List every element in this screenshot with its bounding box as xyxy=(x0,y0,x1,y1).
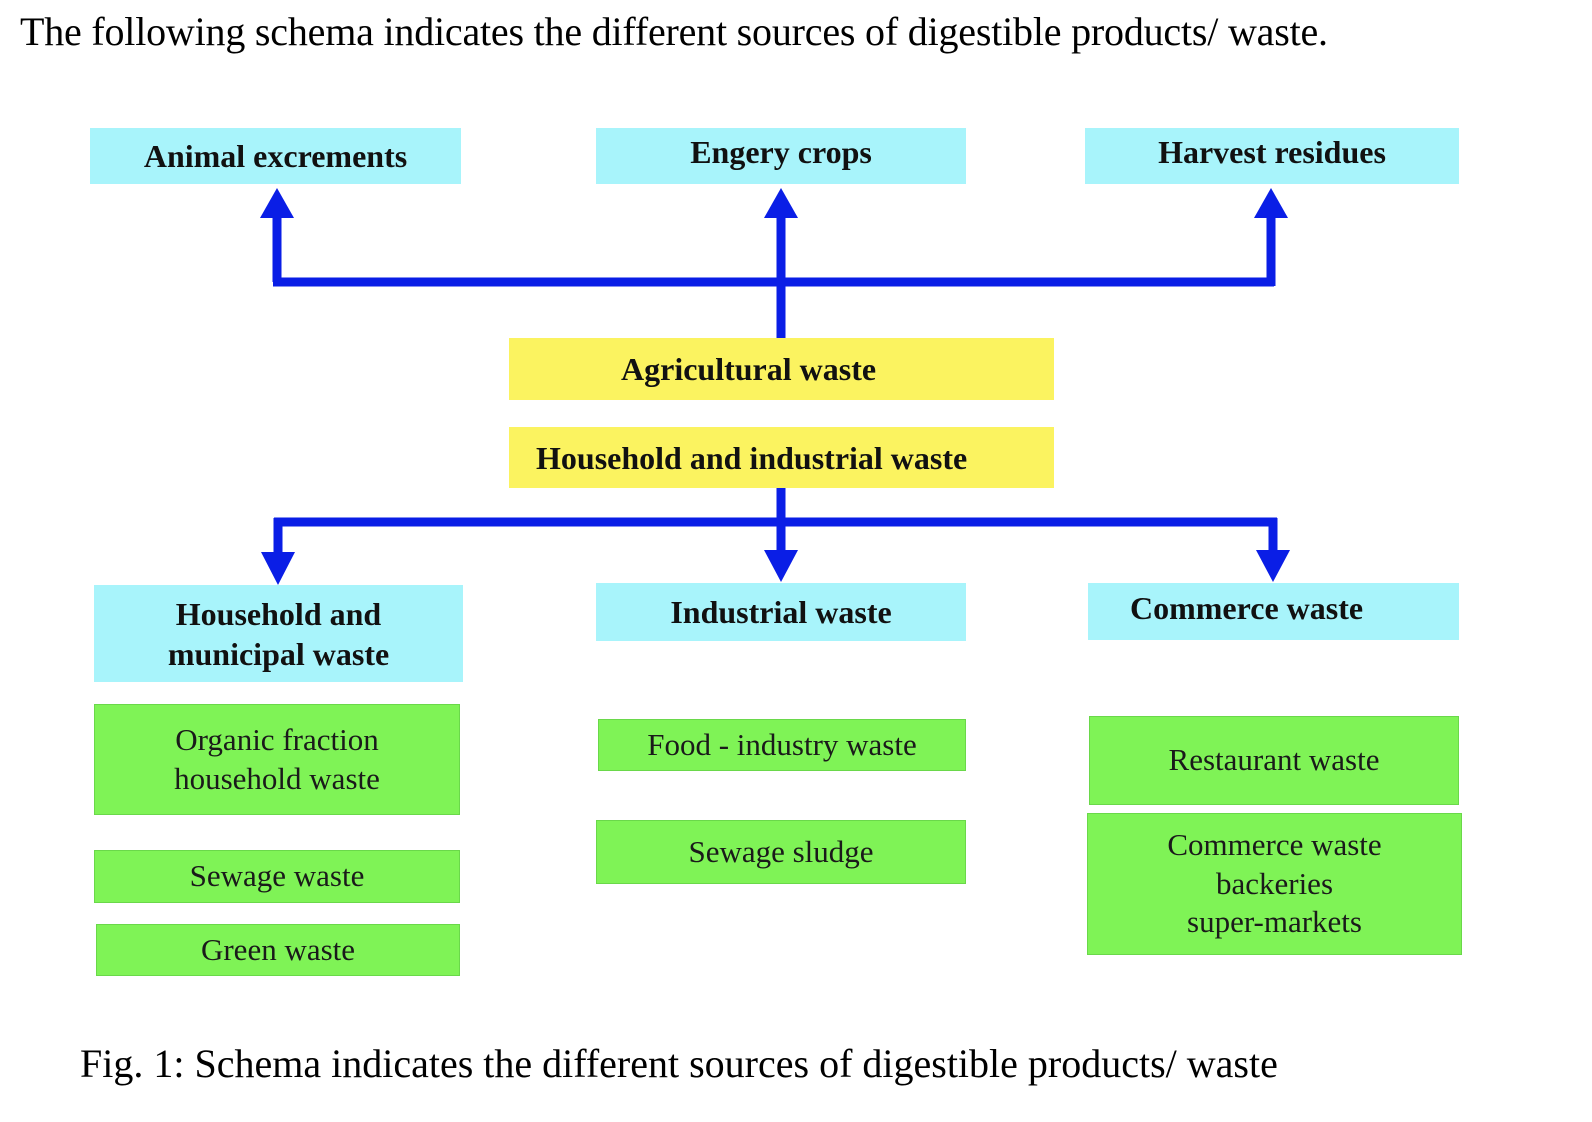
node-label: Harvest residues xyxy=(1158,134,1386,170)
leaf-label: Sewage waste xyxy=(189,858,365,894)
node-harvest-residues: Harvest residues xyxy=(1085,128,1459,184)
node-energy-crops: Engery crops xyxy=(596,128,966,184)
arrowhead-down-municipal xyxy=(261,552,295,585)
leaf-label: Green waste xyxy=(200,931,356,967)
leaf-green-waste: Green waste xyxy=(96,924,460,976)
leaf-label: Food - industry waste xyxy=(647,726,917,762)
leaf-label: Sewage sludge xyxy=(688,833,874,869)
leaf-label: Organic fraction household waste xyxy=(174,721,380,796)
leaf-commerce-waste-bakeries-supermarkets: Commerce waste backeries super-markets xyxy=(1087,813,1462,955)
arrowhead-up-harvest xyxy=(1254,188,1288,218)
node-label: Household and municipal waste xyxy=(167,595,390,672)
node-commerce-waste: Commerce waste xyxy=(1088,583,1459,640)
node-label: Engery crops xyxy=(690,134,872,170)
leaf-restaurant-waste: Restaurant waste xyxy=(1089,716,1459,805)
arrowhead-down-industrial xyxy=(764,550,798,582)
node-agricultural-waste: Agricultural waste xyxy=(509,338,1054,400)
leaf-sewage-waste: Sewage waste xyxy=(94,850,460,903)
leaf-label: Restaurant waste xyxy=(1168,742,1380,778)
node-label: Agricultural waste xyxy=(621,351,877,387)
arrowhead-down-commerce xyxy=(1256,550,1290,582)
figure-caption: Fig. 1: Schema indicates the different s… xyxy=(80,1041,1278,1086)
node-label: Industrial waste xyxy=(670,594,892,630)
arrowhead-up-animal xyxy=(260,188,294,218)
node-household-municipal-waste: Household and municipal waste xyxy=(94,585,463,682)
leaf-organic-fraction-household-waste: Organic fraction household waste xyxy=(94,704,460,815)
node-label: Animal excrements xyxy=(143,138,408,174)
agricultural-connectors xyxy=(272,215,1276,338)
household-industrial-connectors xyxy=(273,488,1278,555)
node-animal-excrements: Animal excrements xyxy=(90,128,461,184)
node-label: Household and industrial waste xyxy=(536,439,968,476)
leaf-label: Commerce waste backeries super-markets xyxy=(1167,826,1382,940)
node-industrial-waste: Industrial waste xyxy=(596,583,966,641)
node-label: Commerce waste xyxy=(1130,590,1364,626)
node-household-industrial-waste: Household and industrial waste xyxy=(509,427,1054,488)
leaf-sewage-sludge: Sewage sludge xyxy=(596,820,966,884)
arrowhead-up-crops xyxy=(764,188,798,218)
intro-text: The following schema indicates the diffe… xyxy=(20,9,1328,54)
leaf-food-industry-waste: Food - industry waste xyxy=(598,719,966,771)
